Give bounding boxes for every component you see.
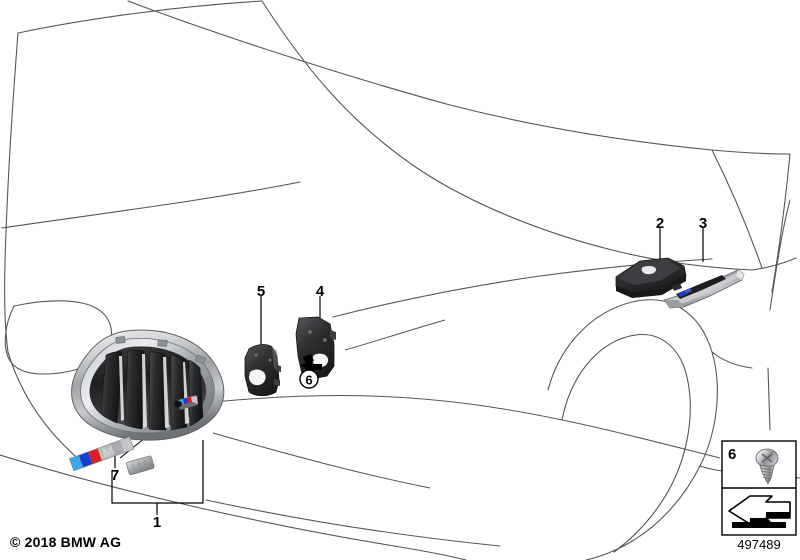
self-tapping-screw-icon xyxy=(755,448,779,485)
grille-m-emblem-mounted xyxy=(174,395,198,410)
bracket-left-part xyxy=(244,344,281,397)
m-emblem-badge xyxy=(69,436,155,476)
copyright-notice: © 2018 BMW AG xyxy=(10,534,122,550)
callout-3: 3 xyxy=(698,215,708,232)
legend-screw-number: 6 xyxy=(728,446,737,463)
grille-mounting-tabs xyxy=(115,336,206,364)
leader-grille-body xyxy=(212,395,721,459)
leader-grille-body-2 xyxy=(212,432,431,489)
trim-piece-blade xyxy=(663,269,745,309)
emblem-clip xyxy=(126,455,155,476)
diagram-part-number: 497489 xyxy=(737,537,781,552)
black-direction-arrow-icon xyxy=(728,495,791,528)
leader-4-body xyxy=(344,319,446,351)
circled-callout-6: 6 xyxy=(299,369,319,389)
leader-lines xyxy=(111,228,721,515)
bracket-right-part xyxy=(295,316,336,381)
kidney-grille-assembly xyxy=(71,329,225,441)
callout-5: 5 xyxy=(256,283,266,300)
black-arrow-pointer-icon xyxy=(300,354,322,373)
callout-7: 7 xyxy=(110,467,120,484)
grille-slats xyxy=(100,350,204,431)
grille-slat-highlights xyxy=(119,354,189,428)
callout-2: 2 xyxy=(655,215,665,232)
trim-piece-wide xyxy=(615,257,687,298)
legend-box xyxy=(721,440,797,536)
callout-1: 1 xyxy=(152,514,162,531)
callout-4: 4 xyxy=(315,283,325,300)
svg-text:6: 6 xyxy=(305,373,312,388)
